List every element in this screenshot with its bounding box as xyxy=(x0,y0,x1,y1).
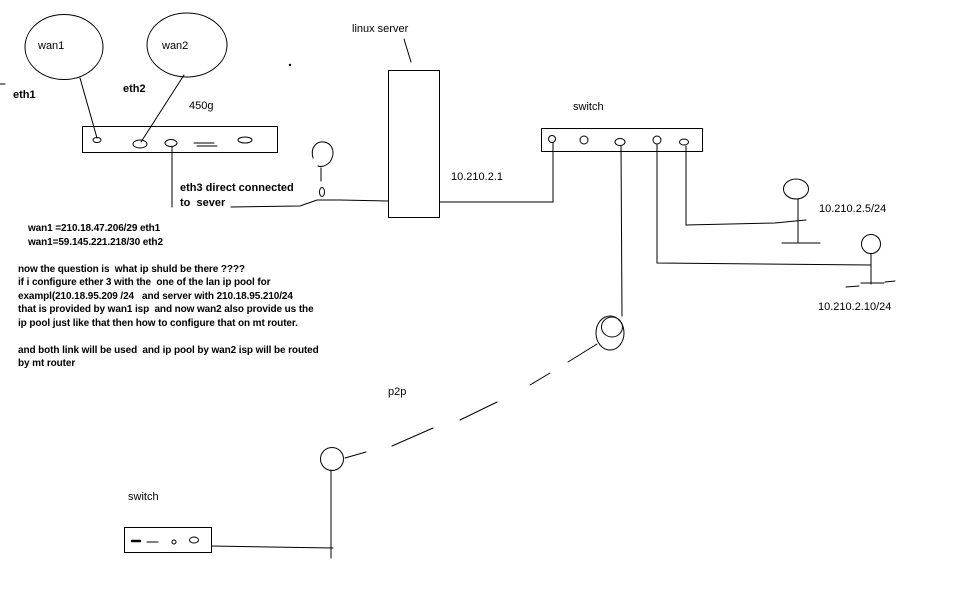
note-line xyxy=(18,249,319,263)
wan1-cable xyxy=(79,77,98,139)
note-line: wan1=59.145.221.218/30 eth2 xyxy=(28,236,163,248)
switch-top-icon xyxy=(541,128,703,152)
switch-top-label: switch xyxy=(573,101,604,113)
wan2-label: wan2 xyxy=(162,40,189,52)
note-line: and both link will be used and ip pool b… xyxy=(18,344,319,356)
eth3-annotation: eth3 direct connected to sever xyxy=(180,181,294,211)
note-line xyxy=(18,330,319,344)
pc1-cable xyxy=(685,145,807,226)
router-port-eth3 xyxy=(164,139,178,147)
note-line: exampl(210.18.95.209 /24 and server with… xyxy=(18,290,293,302)
note-line: wan1 =210.18.47.206/29 eth1 xyxy=(28,223,161,234)
p2p-dashed-link xyxy=(344,343,598,459)
switch2-port-4 xyxy=(189,536,199,544)
switch2-client-cable xyxy=(211,545,334,549)
router-model-label: 450g xyxy=(189,100,214,112)
router-port-eth2 xyxy=(132,139,148,149)
eth1-label: eth1 xyxy=(13,89,36,101)
switch2-port-3 xyxy=(171,539,177,545)
pc1-ip-label: 10.210.2.5/24 xyxy=(819,203,887,215)
eth3-annotation-line2: to sever xyxy=(180,197,226,209)
eth3-cable-horizontal xyxy=(230,199,389,208)
p2p-uplink-cable xyxy=(620,145,623,317)
wan1-label: wan1 xyxy=(38,40,65,52)
linux-server-label: linux server xyxy=(352,23,409,35)
p2p-antenna-icon xyxy=(595,315,625,351)
note-line: now the question is what ip shuld be the… xyxy=(18,263,245,275)
wan1-cloud-icon xyxy=(24,14,104,80)
switch-port-2 xyxy=(579,135,589,145)
question-text-block: wan1 =210.18.47.206/29 eth1 wan1=59.145.… xyxy=(18,222,319,371)
switch-port-4 xyxy=(652,135,662,145)
pc2-icon xyxy=(845,234,896,288)
switch-port-1 xyxy=(548,135,556,143)
eth2-label: eth2 xyxy=(123,83,146,95)
note-line: that is provided by wan1 isp and now wan… xyxy=(18,304,314,315)
switch-port-5 xyxy=(679,138,689,146)
server-label-pointer xyxy=(403,38,412,63)
router-port-eth1 xyxy=(92,137,102,143)
lan-gateway-ip-label: 10.210.2.1 xyxy=(451,171,503,183)
eth3-annotation-line1: eth3 direct connected xyxy=(180,182,294,194)
router-port-5 xyxy=(237,136,253,144)
router-450g-icon xyxy=(82,126,278,153)
switch-port-3 xyxy=(614,138,626,146)
wan2-cloud-icon xyxy=(146,12,228,78)
p2p-client-icon xyxy=(320,447,344,559)
switch-bottom-label: switch xyxy=(128,491,159,503)
server-box-icon xyxy=(388,70,440,218)
note-line: ip pool just like that then how to confi… xyxy=(18,317,298,329)
switch-bottom-icon xyxy=(124,527,212,553)
note-line: by mt router xyxy=(18,358,76,369)
question-mark-doodle xyxy=(311,141,334,197)
p2p-label: p2p xyxy=(388,386,407,398)
note-line: if i configure ether 3 with the one of t… xyxy=(18,277,271,288)
pc2-ip-label: 10.210.2.10/24 xyxy=(818,301,892,313)
pc2-cable xyxy=(656,143,872,266)
wan2-cable xyxy=(140,74,185,143)
pc1-icon xyxy=(781,178,821,244)
stray-marks xyxy=(0,63,292,85)
